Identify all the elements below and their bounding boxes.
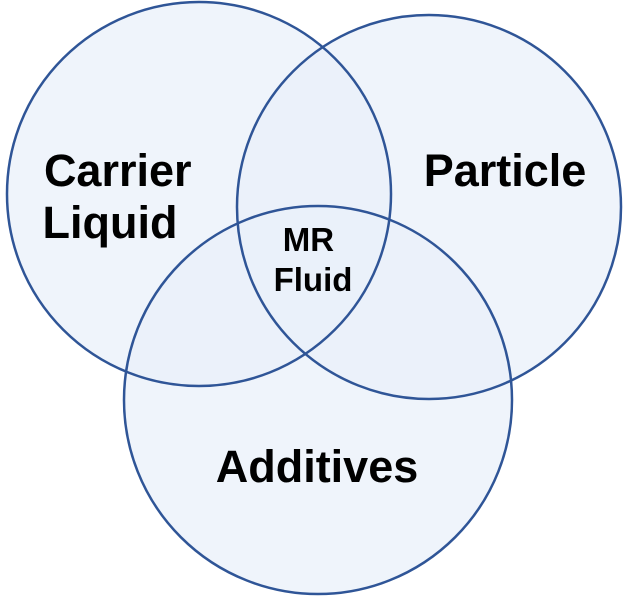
circle-fills xyxy=(7,2,621,594)
circle-additives xyxy=(122,204,514,596)
set-label-line: Particle xyxy=(424,145,587,196)
set-label-line: Liquid xyxy=(43,197,178,248)
set-label-carrier-liquid: Carrier Liquid xyxy=(43,145,205,248)
set-label-additives: Additives xyxy=(216,441,419,492)
center-label-mr-fluid: MR Fluid xyxy=(274,221,353,298)
circle-carrier-liquid xyxy=(5,0,393,388)
set-label-line: Additives xyxy=(216,441,419,492)
circle-particle xyxy=(235,13,623,401)
circle-outlines xyxy=(5,0,623,596)
center-label-line: Fluid xyxy=(274,261,353,298)
circle-additives-fill xyxy=(124,206,512,594)
center-label-line: MR xyxy=(283,221,334,258)
set-label-particle: Particle xyxy=(424,145,587,196)
set-label-line: Carrier xyxy=(44,145,192,196)
